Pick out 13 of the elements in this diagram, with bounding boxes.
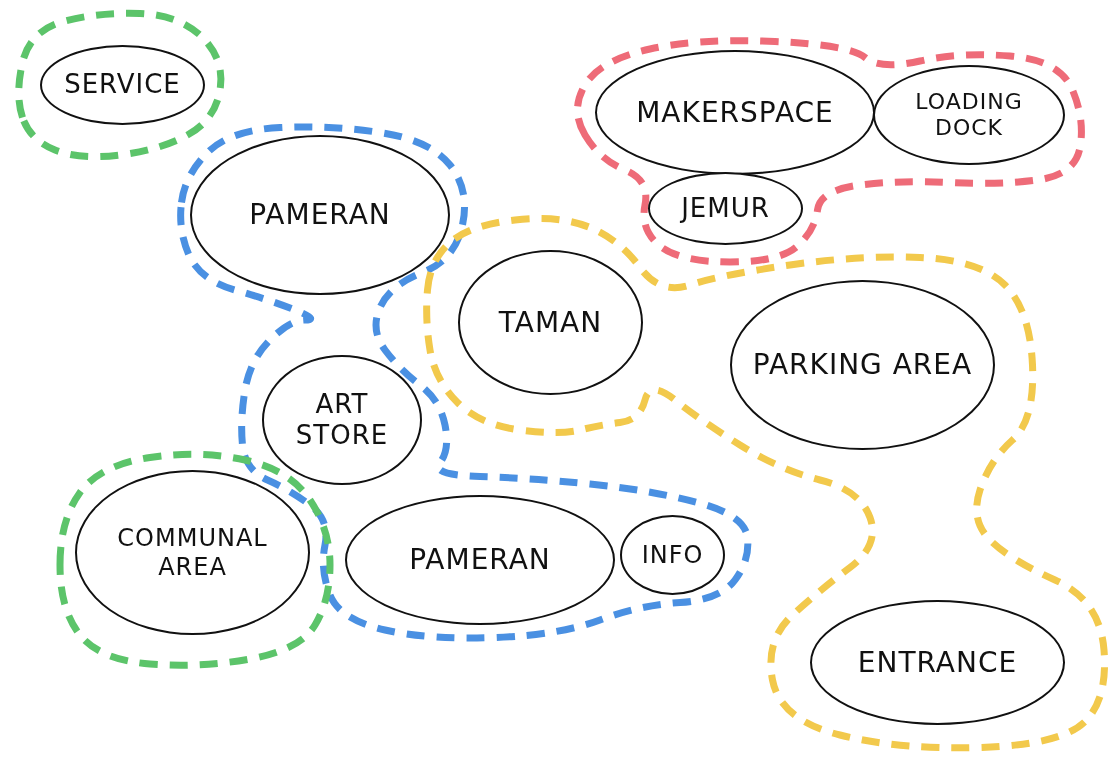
bubble-label: COMMUNAL AREA [116,523,269,582]
bubble-label: MAKERSPACE [636,95,834,130]
bubble [648,172,803,245]
bubble-label: JEMUR [681,192,770,225]
bubble-label: ART STORE [294,388,390,452]
bubble-label: PAMERAN [249,198,391,232]
bubble-label: LOADING DOCK [914,88,1024,142]
bubble-label: SERVICE [64,69,181,101]
bubble-label: PARKING AREA [752,348,973,382]
bubble-label: ENTRANCE [857,645,1018,680]
bubble-label: INFO [641,540,704,570]
bubble-label: TAMAN [498,305,603,340]
bubble-label: PAMERAN [409,543,551,577]
